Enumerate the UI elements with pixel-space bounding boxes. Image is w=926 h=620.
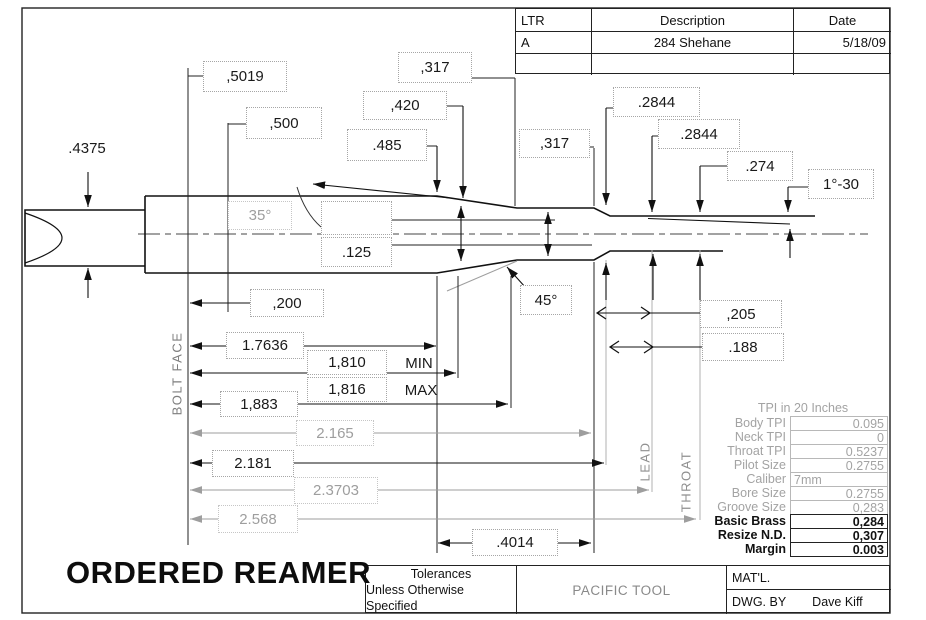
dim-1883: 1,883 <box>220 391 298 417</box>
dim-1810: 1,810 <box>307 350 387 375</box>
spec-value: 0.095 <box>790 416 888 431</box>
throat-taper-line <box>647 217 791 225</box>
spec-label: Pilot Size <box>733 458 786 472</box>
spec-value: 0,284 <box>790 514 888 529</box>
angle-35-arc <box>296 186 322 228</box>
dim-flute-diameter: ,5019 <box>203 61 287 92</box>
drawn-by-label: DWG. BY <box>732 595 787 609</box>
spec-label: Body TPI <box>734 416 786 430</box>
revision-header-description: Description <box>591 9 793 31</box>
revision-header-ltr: LTR <box>521 12 545 28</box>
dim-shank-diameter: .4375 <box>68 139 106 157</box>
dim-2181: 2.181 <box>212 450 294 477</box>
sheet-frame <box>21 7 891 614</box>
extension-lines <box>187 68 808 553</box>
dim-leade-angle: 1°-30 <box>808 169 874 199</box>
shank-flat-arc <box>24 212 63 264</box>
spec-row-groove-size: Groove Size 0,283 <box>700 500 888 515</box>
spec-value: 7mm <box>790 472 888 487</box>
tolerances-line1: Tolerances <box>410 567 472 581</box>
dim-17636: 1.7636 <box>226 332 304 359</box>
revision-cell-ltr: A <box>516 31 591 53</box>
spec-row-margin: Margin 0.003 <box>700 542 888 557</box>
dim-200: ,200 <box>250 289 324 317</box>
spec-value: 0.003 <box>790 542 888 557</box>
bolt-face-label: BOLT FACE <box>169 331 185 416</box>
spec-row-resize-nd: Resize N.D. 0,307 <box>700 528 888 543</box>
drawn-by-row: DWG. BY Dave Kiff <box>727 590 891 614</box>
dim-2568: 2.568 <box>218 505 298 533</box>
spec-row-neck-tpi: Neck TPI 0 <box>700 430 888 445</box>
revision-cell-empty <box>516 53 591 75</box>
dim-shoulder-diameter: ,420 <box>363 91 447 120</box>
revision-cell-empty <box>793 53 891 75</box>
revision-header-date: Date <box>793 9 891 31</box>
dim-angle-45: 45° <box>520 285 572 315</box>
spec-row-body-tpi: Body TPI 0.095 <box>700 416 888 431</box>
spec-row-pilot-size: Pilot Size 0.2755 <box>700 458 888 473</box>
feature-arrows <box>84 106 794 300</box>
company-cell: PACIFIC TOOL <box>516 566 726 614</box>
revision-cell-empty <box>591 53 793 75</box>
spec-value: 0.5237 <box>790 444 888 459</box>
lead-label: LEAD <box>637 441 653 482</box>
revision-cell-description: 284 Shehane <box>591 31 793 53</box>
dim-land-diameter: .274 <box>727 151 793 181</box>
dim-angle-35: 35° <box>228 201 292 230</box>
tolerances-line2: Unless Otherwise Specified <box>366 583 464 613</box>
spec-label: Resize N.D. <box>717 528 786 542</box>
dim-1816: 1,816 <box>307 377 387 402</box>
dim-body-diameter-front: .485 <box>347 129 427 161</box>
dim-neck-diameter-1: ,317 <box>398 52 472 83</box>
dim-neck-diameter-2: ,317 <box>519 129 590 158</box>
reamer-profile <box>24 186 815 292</box>
dim-23703: 2.3703 <box>294 477 378 504</box>
min-label: MIN <box>405 354 433 372</box>
open-arrowheads <box>595 306 655 354</box>
lower-outline <box>145 250 723 274</box>
revision-cell-date: 5/18/09 <box>793 31 891 53</box>
spec-value: 0,283 <box>790 500 888 515</box>
dim-125: .125 <box>321 237 392 267</box>
material-cell: MAT'L. DWG. BY Dave Kiff <box>726 566 891 614</box>
spec-value: 0 <box>790 430 888 445</box>
max-label: MAX <box>404 381 438 399</box>
throat-label: THROAT <box>678 450 694 513</box>
spec-label: Neck TPI <box>734 430 786 444</box>
drawn-by-value: Dave Kiff <box>812 595 863 609</box>
tolerances-cell: Tolerances Unless Otherwise Specified <box>366 566 516 614</box>
spec-value: 0.2755 <box>790 458 888 473</box>
spec-row-caliber: Caliber 7mm <box>700 472 888 487</box>
spec-row-basic-brass: Basic Brass 0,284 <box>700 514 888 529</box>
spec-value: 0.2755 <box>790 486 888 501</box>
shank-outline <box>24 209 145 267</box>
drawing-title: ORDERED REAMER <box>66 555 371 590</box>
empty-dim-box <box>321 201 392 235</box>
tpi-table-header: TPI in 20 Inches <box>757 401 849 415</box>
spec-label: Bore Size <box>731 486 786 500</box>
spec-row-throat-tpi: Throat TPI 0.5237 <box>700 444 888 459</box>
revision-table: LTR Description Date A 284 Shehane 5/18/… <box>515 8 891 75</box>
title-block: Tolerances Unless Otherwise Specified PA… <box>365 565 891 614</box>
dim-chamber-mouth-diameter: .2844 <box>613 87 700 117</box>
upper-outline <box>145 195 815 217</box>
dim-205: ,205 <box>700 300 782 328</box>
dim-2165: 2.165 <box>296 420 374 446</box>
spec-label: Margin <box>745 542 786 556</box>
spec-row-bore-size: Bore Size 0.2755 <box>700 486 888 501</box>
spec-value: 0,307 <box>790 528 888 543</box>
spec-label: Basic Brass <box>714 514 786 528</box>
dim-188: .188 <box>702 333 784 361</box>
material-label: MAT'L. <box>732 570 771 585</box>
chamfer-45-line <box>446 260 518 292</box>
dim-body-diameter-rear: ,500 <box>246 107 322 139</box>
spec-label: Groove Size <box>717 500 786 514</box>
material-row: MAT'L. <box>727 566 891 590</box>
tpi-spec-table: TPI in 20 Inches Body TPI 0.095 Neck TPI… <box>700 401 888 557</box>
spec-label: Throat TPI <box>727 444 786 458</box>
dim-throat-diameter: .2844 <box>658 119 740 149</box>
dim-4014: .4014 <box>472 529 558 556</box>
spec-label: Caliber <box>746 472 786 486</box>
